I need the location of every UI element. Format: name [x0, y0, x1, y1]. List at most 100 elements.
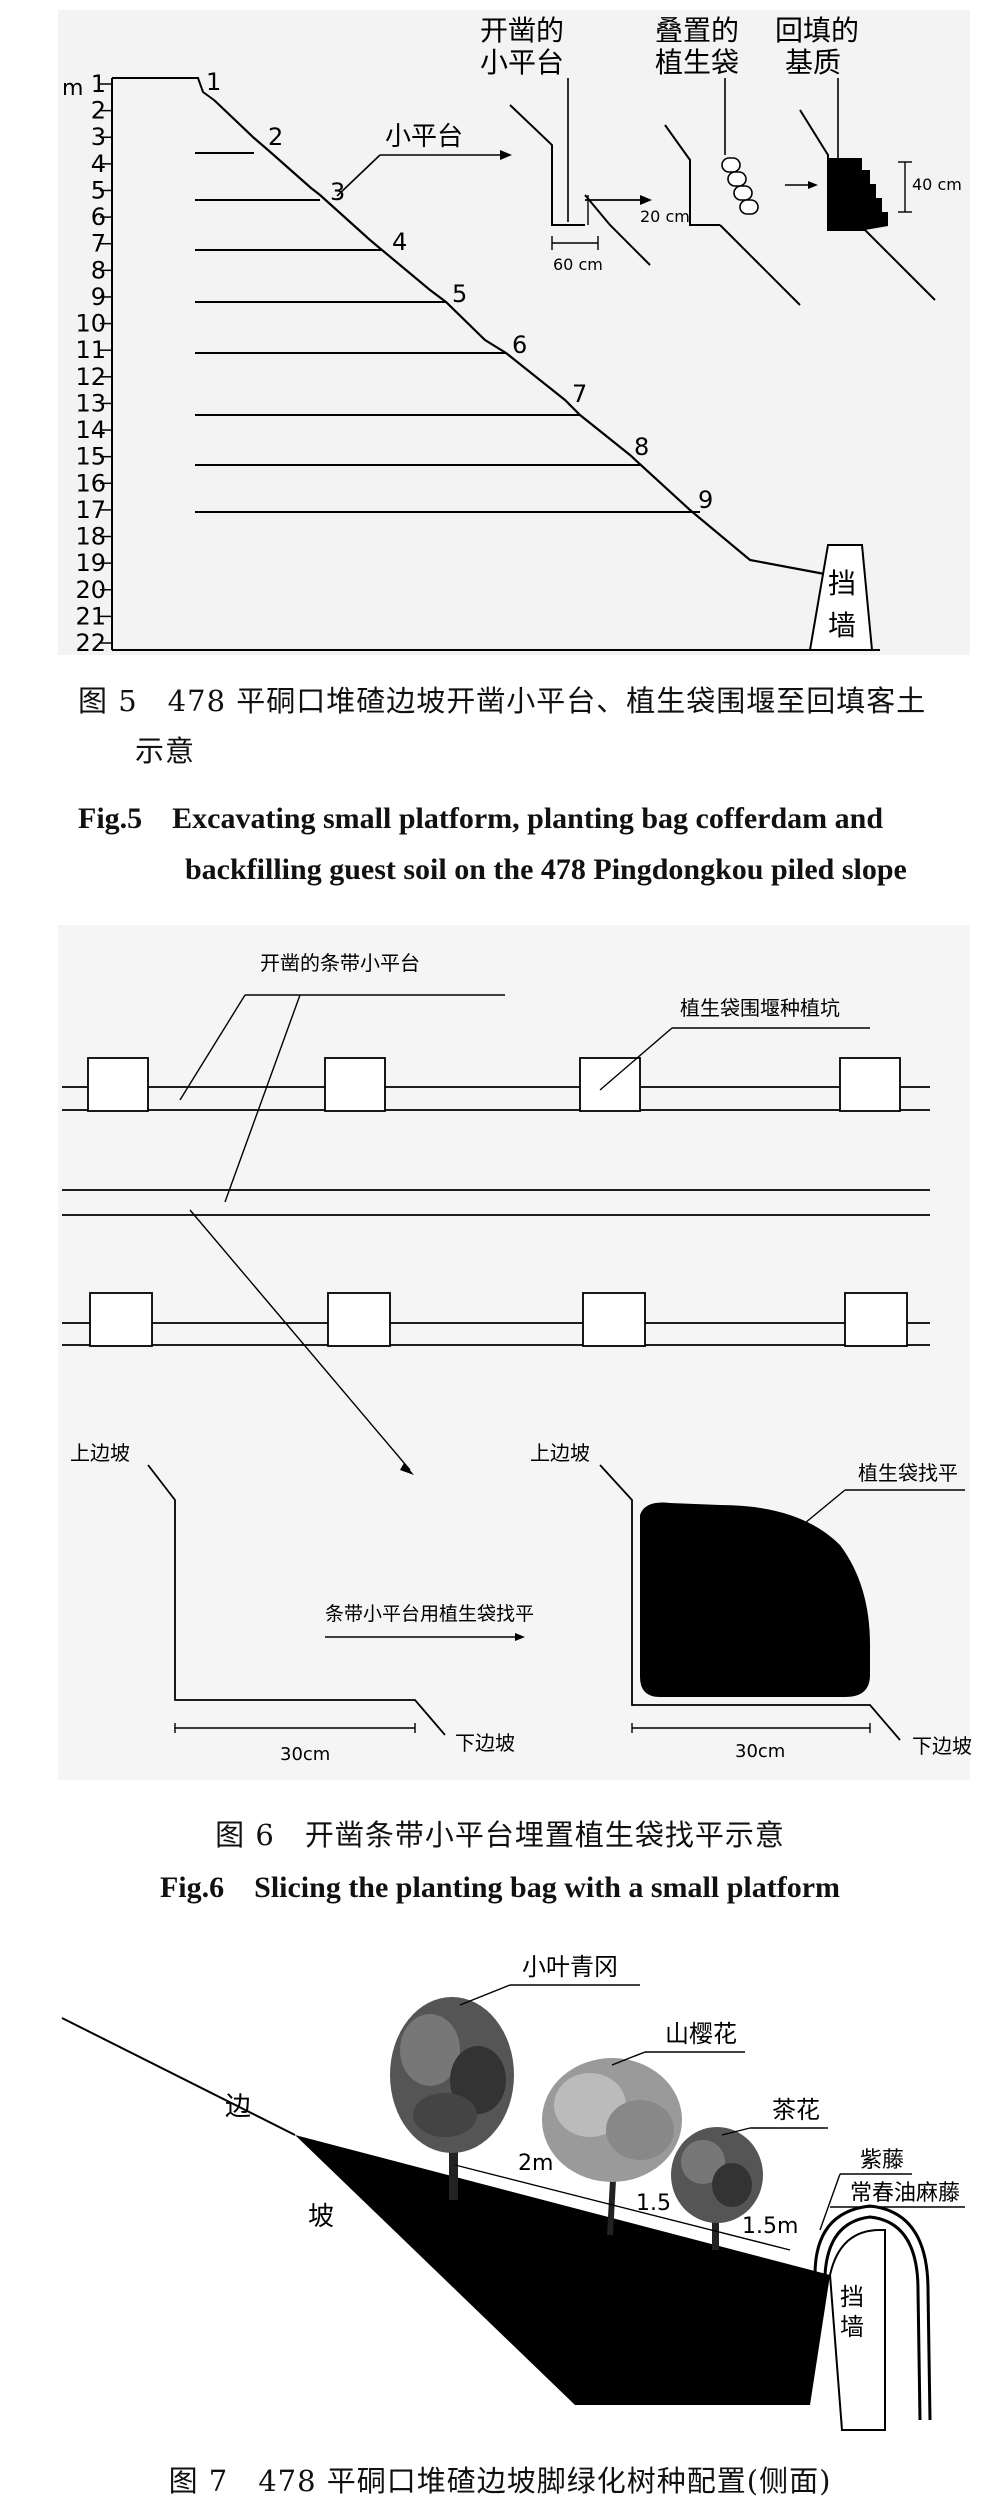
dim-40-label: 40 cm — [912, 175, 962, 194]
figure-6-caption-en-line: Fig.6 Slicing the planting bag with a sm… — [159, 1871, 841, 1904]
unit-label: m — [62, 76, 83, 101]
pit-box-3 — [579, 1057, 641, 1112]
slope-foot-mass — [295, 2135, 830, 2405]
figure-5-caption-cn: 图 5 478 平硐口堆碴边坡开凿小平台、植生袋围堰至回填客土 示意 — [0, 678, 1000, 770]
bag-label: 植生袋找平 — [858, 1461, 958, 1485]
figure-6-caption-en: Fig.6 Slicing the planting bag with a sm… — [0, 1862, 1000, 1906]
step-number: 9 — [698, 486, 713, 514]
scale-number: 20 — [75, 576, 106, 604]
tree3-label: 茶花 — [772, 2096, 820, 2124]
step-number: 5 — [452, 280, 467, 308]
vine1-leader — [819, 2173, 841, 2231]
dim-left-label: 30cm — [280, 1744, 330, 1765]
inset-open-l1: 开凿的 — [480, 14, 564, 47]
scale-number: 1 — [91, 70, 106, 98]
scale-number: 6 — [91, 203, 106, 231]
scale-number: 17 — [75, 496, 106, 524]
inset-fill-l1: 回填的 — [775, 14, 859, 47]
left-platform-profile — [147, 1464, 446, 1736]
figure-6-diagram: 开凿的条带小平台 植生袋围堰种植坑 上边坡 下边坡 条带小平台用植生袋找平 30… — [58, 925, 972, 1780]
step-number: 7 — [572, 380, 587, 408]
tree2-label: 山樱花 — [665, 2020, 737, 2048]
figure-7-background — [58, 1930, 970, 2435]
platform-leader — [336, 154, 381, 197]
figure-7: 挡 墙 边 坡 小叶青冈 山樱花 — [0, 1930, 1000, 2440]
step-number: 6 — [512, 331, 527, 359]
right-lower-slope: 下边坡 — [912, 1734, 972, 1758]
tree-chahua — [671, 2127, 763, 2250]
right-upper-slope: 上边坡 — [530, 1441, 590, 1465]
vine-curve-outer — [813, 2204, 932, 2421]
figure-5-background — [58, 10, 970, 655]
leader-to-upper-strip — [179, 994, 246, 1101]
inset-open-profile — [509, 104, 585, 226]
leveling-bag — [640, 1502, 870, 1697]
platform-arrowhead — [500, 150, 512, 160]
platform-label: 小平台 — [385, 122, 463, 152]
inset-open-l2: 小平台 — [480, 46, 564, 79]
step-number: 2 — [268, 123, 283, 151]
inset-fill-lower — [864, 229, 936, 301]
leader-to-middle-band — [224, 994, 301, 1203]
figure-6: 开凿的条带小平台 植生袋围堰种植坑 上边坡 下边坡 条带小平台用植生袋找平 30… — [0, 925, 1000, 1795]
retaining-wall — [808, 544, 874, 651]
bag-label-leader — [804, 1489, 846, 1524]
scale-number: 7 — [91, 230, 106, 258]
vine-curve-inner — [823, 2215, 922, 2421]
scale-number: 21 — [75, 602, 106, 630]
arrow-text: 条带小平台用植生袋找平 — [325, 1603, 534, 1625]
scale-number: 12 — [75, 363, 106, 391]
wall-char-1: 挡 — [828, 567, 856, 600]
dist-3: 1.5m — [742, 2214, 798, 2239]
bag-3 — [733, 185, 753, 201]
pit-box-2 — [324, 1057, 386, 1112]
figure-7-caption-cn: 图 7 478 平硐口堆碴边坡脚绿化树种配置(侧面) — [0, 2458, 1000, 2500]
pit-box-5 — [89, 1292, 153, 1347]
scale-number: 3 — [91, 123, 106, 151]
pit-box-1 — [87, 1057, 149, 1112]
flatten-arrowhead — [515, 1633, 525, 1641]
vine2-label: 常春油麻藤 — [850, 2181, 960, 2206]
slope-line — [61, 2017, 296, 2136]
inset-stack-lower — [719, 224, 801, 306]
scale-number: 5 — [91, 176, 106, 204]
figure-7-caption-cn-line: 图 7 478 平硐口堆碴边坡脚绿化树种配置(侧面) — [168, 2464, 832, 2498]
figure-5-caption-cn-line-2: 示意 — [135, 734, 196, 768]
dist-1: 2m — [518, 2151, 553, 2176]
tree2-leader — [611, 2051, 646, 2066]
tree3-leader — [721, 2127, 751, 2136]
slope-char-1: 边 — [225, 2092, 251, 2122]
dim-20-label: 20 cm — [640, 207, 690, 226]
left-upper-slope: 上边坡 — [70, 1441, 130, 1465]
right-platform-profile — [599, 1464, 901, 1741]
tree-xiaoye-qinggang — [390, 1997, 514, 2200]
scale-number: 14 — [75, 416, 106, 444]
label-bag-pit: 植生袋围堰种植坑 — [680, 996, 840, 1020]
step-number: 4 — [392, 228, 407, 256]
retaining-wall-7 — [828, 2229, 886, 2431]
inset-stack-profile — [664, 124, 720, 226]
wall-char-2: 墙 — [828, 609, 856, 642]
inset-arrowhead-2 — [808, 181, 818, 189]
backfill-block — [828, 158, 888, 230]
scale-number: 11 — [75, 336, 106, 364]
bag-1 — [721, 157, 741, 173]
pit-box-8 — [844, 1292, 908, 1347]
scale-number: 8 — [91, 256, 106, 284]
scale-number: 9 — [91, 283, 106, 311]
step-number: 8 — [634, 433, 649, 461]
scale-number: 22 — [75, 629, 106, 657]
wall7-char-2: 墙 — [840, 2313, 864, 2341]
scale-number: 18 — [75, 523, 106, 551]
slope-top — [112, 77, 215, 101]
slope-char-2: 坡 — [308, 2202, 334, 2232]
figure-6-caption-cn: 图 6 开凿条带小平台埋置植生袋找平示意 — [0, 1812, 1000, 1854]
pit-box-7 — [582, 1292, 646, 1347]
tree1-label: 小叶青冈 — [522, 1953, 618, 1981]
bag-4 — [739, 199, 759, 215]
scale-number: 16 — [75, 469, 106, 497]
pit-box-6 — [327, 1292, 391, 1347]
